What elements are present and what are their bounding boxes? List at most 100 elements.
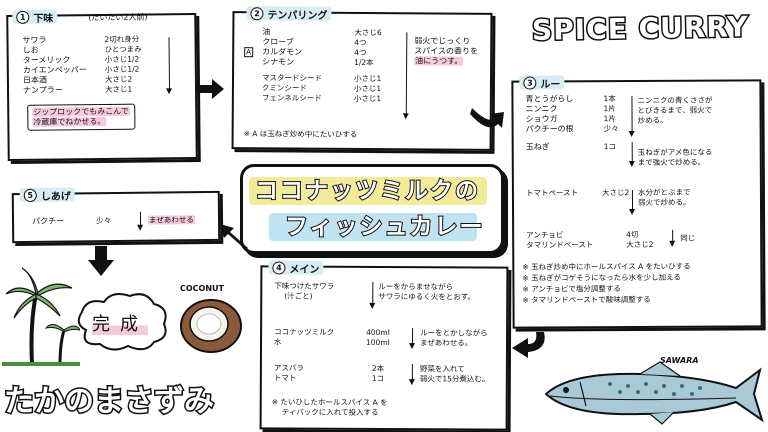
ingredient-name: ニンニク [525, 104, 558, 114]
ingredient-qty: 1片 [603, 104, 616, 114]
step4-arrow-a [372, 281, 374, 304]
step4-footnote1: ※ たいひしたホールスパイス A を [271, 397, 388, 408]
ingredient-name: サワラ [22, 35, 47, 45]
ingredient-qty: ひとつまみ [104, 44, 142, 54]
step4-fish-note: ルーをからませながら サワラにゆるく火をとおす。 [378, 282, 475, 303]
ingredient-name: パクチーの根 [525, 124, 574, 134]
step2-instruction: 弱火でじっくり スパイスの香りを 油にうつす。 [414, 36, 478, 66]
arrow-down-icon [88, 246, 114, 276]
step3-tips: ※ 玉ねぎ炒め中にホールスパイス A をたいひする ※ 玉ねぎがコゲそうになった… [522, 262, 691, 306]
step3-arrow-b [631, 142, 633, 163]
step4-fish-name: 下味つけたサワラ [274, 281, 335, 291]
step4-liquid-note: ルーをとかしながら まぜあわせる。 [420, 328, 488, 348]
step3-paste-name: トマトペースト [525, 188, 579, 198]
step4-footnote2: ティパックに入れて投入する [281, 407, 379, 417]
ingredient-name: 油 [262, 27, 271, 37]
step5-number: 5 [23, 188, 37, 202]
step1-card: 1 下味 (だいたい2人前) サワラ しお ターメリック カイエンペッパー 日本… [6, 9, 198, 161]
step2-arrow [405, 32, 408, 115]
step2-top-names: 油 クローブ カルダモン シナモン [262, 27, 302, 67]
step5-title: しあげ [40, 190, 71, 203]
step2-instruction-line3: 油にうつす。 [414, 56, 464, 66]
step1-serving: (だいたい2人前) [88, 12, 148, 23]
ingredient-qty: 大さじ2 [104, 74, 133, 84]
title-line2-bg [269, 213, 477, 241]
ingredient-name: 日本酒 [22, 75, 47, 85]
ingredient-name: ココナッツミルク [274, 327, 335, 337]
step2-bottom-qtys: 小さじ1 小さじ1 小さじ1 [354, 74, 381, 104]
step4-number: 4 [272, 260, 286, 274]
ingredient-name: カイエンペッパー [22, 65, 87, 75]
step4-footnote: ※ たいひしたホールスパイス A を ティパックに入れて投入する [272, 397, 388, 418]
ingredient-name: トマト [273, 373, 297, 383]
step5-card: 5 しあげ パクチー 少々 まぜあわせる [11, 187, 221, 244]
step3-note-a2: とびきるまで、弱火で [637, 105, 713, 115]
step3-anchovy-qty: 4切 [626, 229, 639, 240]
step4-liquid-note2: まぜあわせる。 [420, 338, 473, 348]
tip-item: ※ タマリンドペーストで酸味調整する [522, 294, 651, 305]
step2-bottom-names: マスタードシード クミンシード フェンネルシード [262, 73, 322, 103]
step3-arrow-c [631, 190, 634, 211]
step2-title: テンパリング [267, 9, 328, 22]
fish-label: SAWARA [660, 356, 699, 365]
step4-fish-note2: サワラにゆるく火をとおす。 [378, 291, 476, 302]
ingredient-qty: 1コ [603, 142, 617, 152]
step4-veg-note2: 弱火で15分煮込む。 [419, 374, 490, 384]
ingredient-qty: 小さじ1 [353, 83, 382, 94]
step5-qty: 少々 [95, 216, 112, 226]
arrow-down-left-icon [512, 332, 545, 358]
step3-card: 3 ルー 青とうがらし ニンニク ショウガ パクチーの根 玉ねぎ 1本 1片 1… [511, 75, 763, 329]
arrow-up-left-icon [220, 224, 248, 250]
ingredient-name: クローブ [262, 37, 294, 47]
tip-item: ※ 玉ねぎがコゲそうになったら水を少し加える [522, 272, 681, 283]
step5-action-text: まぜあわせる [147, 215, 195, 225]
step4-fish-note1: ルーをからませながら [378, 281, 454, 292]
ingredient-name: ショウガ [525, 114, 558, 124]
step1-title: 下味 [33, 13, 54, 25]
arrow-right-icon [198, 79, 224, 99]
step4-veg-qtys: 2本 1コ [372, 364, 384, 384]
coconut-icon [180, 299, 242, 353]
step3-arrow-d [672, 229, 674, 242]
step1-note-line2: 冷蔵庫でねかせる。 [32, 116, 107, 127]
ingredient-name: フェンネルシード [261, 93, 322, 103]
done-label-text: 完成 [92, 314, 148, 335]
step3-ingredient-qtys: 1本 1片 1片 少々 1コ [603, 94, 618, 152]
step1-header: 1 下味 [12, 9, 58, 25]
tip-item: ※ 玉ねぎ炒め中にホールスパイス A をたいひする [522, 261, 691, 272]
ingredient-qty: 2切れ身分 [104, 34, 140, 44]
ingredient-name: 水 [274, 337, 282, 347]
step3-ingredient-names: 青とうがらし ニンニク ショウガ パクチーの根 玉ねぎ [525, 94, 573, 152]
step4-fish-sub: (汁ごと) [284, 291, 313, 301]
step3-number: 3 [523, 76, 537, 90]
step2-marker-a: A [244, 47, 254, 58]
ingredient-name: 青とうがらし [525, 94, 574, 104]
ingredient-name: 玉ねぎ [525, 142, 550, 152]
step4-liquid-qtys: 400ml 100ml [366, 328, 390, 348]
main-title-line1: ココナッツミルクの [254, 177, 480, 205]
step3-note-a3: 炒める。 [637, 115, 668, 125]
step3-header: 3 ルー [519, 75, 565, 91]
step4-header: 4 メイン [268, 260, 324, 275]
step4-arrow-b [412, 328, 414, 345]
coconut-label: COCONUT [180, 284, 224, 293]
step4-veg-names: アスパラ トマト [274, 363, 304, 383]
ingredient-qty: 小さじ1/2 [104, 64, 140, 74]
step1-ingredient-names: サワラ しお ターメリック カイエンペッパー 日本酒 ナンプラー [22, 35, 87, 96]
step1-note-line1: ジップロックでもみこんで [32, 106, 130, 117]
ingredient-qty: 大さじ1 [104, 84, 133, 94]
ingredient-qty: 1コ [371, 373, 385, 384]
step1-arrow [168, 37, 171, 90]
ingredient-name: しお [22, 45, 39, 55]
title-line1-bg [249, 177, 487, 205]
step4-veg-note: 野菜を入れて 弱火で15分煮込む。 [420, 364, 490, 384]
step4-card: 4 メイン 下味つけたサワラ (汁ごと) ルーをからませながら サワラにゆるく火… [259, 260, 509, 431]
step2-number: 2 [250, 6, 264, 20]
step3-paste-note1: 水分がとぶまで [637, 187, 691, 197]
step2-instruction-line2: スパイスの香りを [414, 46, 479, 56]
step3-title: ルー [540, 78, 561, 91]
step5-arrow [139, 211, 142, 226]
ingredient-qty: 2本 [371, 363, 385, 374]
ingredient-name: ターメリック [22, 55, 71, 65]
step4-arrow-c [411, 364, 413, 381]
